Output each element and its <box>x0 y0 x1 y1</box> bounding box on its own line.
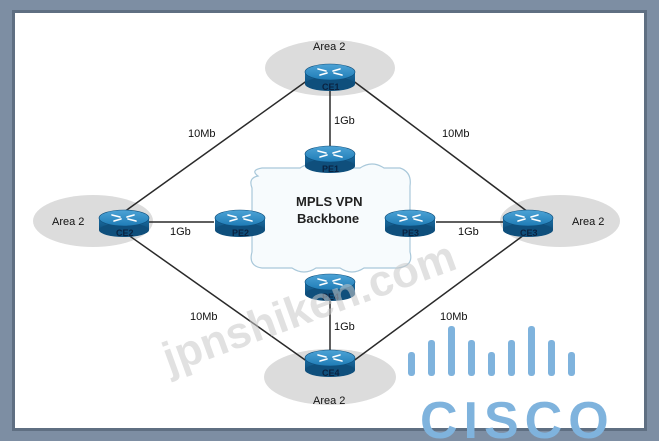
area-label-right: Area 2 <box>572 216 604 228</box>
cisco-logo-text: CISCO <box>420 392 615 441</box>
router-label-ce4: CE4 <box>322 368 340 378</box>
link-label-ce4-ce3: 10Mb <box>440 311 468 323</box>
link-ce4-ce3 <box>351 231 529 363</box>
link-ce2-ce1 <box>123 79 309 213</box>
backbone-label-line1: MPLS VPN <box>296 194 362 209</box>
link-label-ce2-ce4: 10Mb <box>190 311 218 323</box>
link-ce2-ce4 <box>123 231 309 363</box>
router-label-pe1: PE1 <box>322 164 339 174</box>
link-label-pe3-ce3: 1Gb <box>458 226 479 238</box>
area-label-bottom: Area 2 <box>313 395 345 407</box>
router-label-pe4: PE4 <box>322 292 339 302</box>
link-label-ce1-pe1: 1Gb <box>334 115 355 127</box>
link-label-ce2-ce1: 10Mb <box>188 128 216 140</box>
router-label-ce3: CE3 <box>520 228 538 238</box>
router-label-ce1: CE1 <box>322 82 340 92</box>
link-label-pe4-ce4: 1Gb <box>334 321 355 333</box>
area-label-top: Area 2 <box>313 41 345 53</box>
router-label-pe3: PE3 <box>402 228 419 238</box>
router-label-ce2: CE2 <box>116 228 134 238</box>
cisco-logo-bars <box>408 326 575 376</box>
link-ce1-ce3 <box>351 79 529 213</box>
router-label-pe2: PE2 <box>232 228 249 238</box>
link-label-ce1-ce3: 10Mb <box>442 128 470 140</box>
backbone-label-line2: Backbone <box>297 211 359 226</box>
area-label-left: Area 2 <box>52 216 84 228</box>
link-label-ce2-pe2: 1Gb <box>170 226 191 238</box>
